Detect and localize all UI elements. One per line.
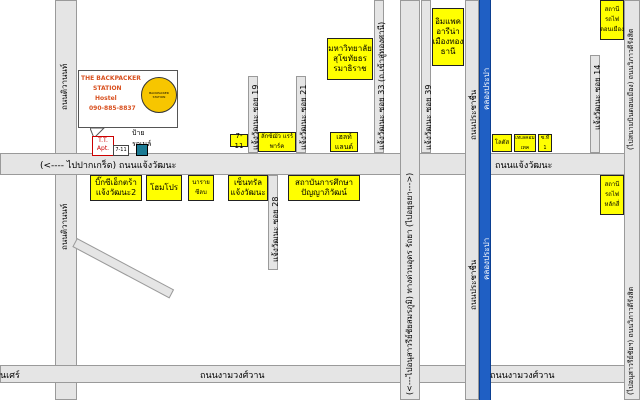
hostel-phone: 090-885-8837	[89, 105, 136, 112]
label-soi-14: แจ้งวัฒนะ ซอย 14	[593, 64, 602, 130]
label-soi-39: แจ้งวัฒนะ ซอย 39	[424, 84, 433, 150]
place-national: นาราย ซีลบ	[188, 175, 214, 201]
road-soi-14	[590, 55, 600, 153]
label-canal-top: คลองประปา	[482, 67, 491, 110]
road-soi-39	[421, 0, 431, 153]
label-vibhavadi-bottom: (ไปอนุสาวรีย์ชัยฯ) ถนนวิภาวดีรังสิต	[627, 286, 635, 395]
hostel-logo: BACKPACKER STATION	[141, 77, 177, 113]
label-vibhavadi-top: (ไปสนามบินดอนเมือง) ถนนวิภาวดีรังสิต	[627, 28, 635, 150]
place-soi1: ซ.ที่ 1	[538, 134, 552, 152]
place-711: 7-11	[230, 132, 248, 150]
road-tiwanon	[55, 0, 77, 400]
road-soi-28	[268, 175, 278, 270]
place-lucky: ลักซ์ฌัว แรร์ พาร์ค	[258, 132, 296, 152]
road-soi-19	[248, 76, 258, 153]
place-bigc: บิ๊กซีเอ็กตร้า แจ้งวัฒนะ2	[90, 175, 142, 201]
small-711-marker: 7-11	[113, 145, 129, 156]
place-health: เฮลท์ แลนด์	[330, 132, 358, 152]
label-soi-33: แจ้งวัฒนะ ซอย 33 (ถ.เข้าสู่ทองศานี)	[377, 21, 386, 150]
place-impact: อิมแพค อารีน่า เมืองทอง ธานี	[432, 8, 464, 66]
road-soi-33	[374, 0, 384, 153]
road-prachachuen	[465, 0, 479, 400]
label-canal-bottom: คลองประปา	[482, 237, 491, 280]
label-ngamwongwan-left: ถนนงามวงศ์วาน	[200, 371, 265, 381]
canal-prapa	[479, 0, 491, 400]
label-prachachuen-bottom: ถนนประชาชื่น	[469, 259, 478, 310]
bus-stop-icon	[136, 144, 148, 156]
small-711-label: 7-11	[115, 147, 127, 153]
road-soi-21	[296, 76, 306, 153]
hostel-name-line2: STATION	[93, 85, 122, 92]
place-central: เซ็นทรัล แจ้งวัฒนะ	[228, 175, 268, 201]
label-ngamwongwan-right: ถนนงามวงศ์วาน	[490, 371, 555, 381]
place-stou: มหาวิทยาลัยสุโขทัยธรรมาธิราช	[327, 38, 373, 80]
place-lotus: โลตัส	[492, 134, 512, 152]
hostel-logo-text: BACKPACKER STATION	[149, 91, 169, 99]
tt-apt-label: T.T. Apt.	[96, 137, 110, 152]
place-homepro: โฮมโปร	[146, 175, 182, 201]
label-bottom-left-edge: นเศร์	[0, 371, 20, 381]
place-institute: สถาบันการศึกษา ปัญญาภิวัฒน์	[288, 175, 360, 201]
label-tiwanon-bottom: ถนนติวานนท์	[60, 203, 69, 250]
label-main-road-east: ถนนแจ้งวัฒนะ	[495, 161, 553, 171]
label-prachachuen-top: ถนนประชาชื่น	[469, 89, 478, 140]
label-expressway: (<---ไปอนุสาวรีย์ชัยสมรภูมิ) ทางด่วนอุดร…	[405, 172, 414, 395]
place-station-bottom: สถานี รถไฟ หลักสี่	[600, 175, 624, 215]
hostel-name-line1: THE BACKPACKER	[81, 75, 141, 82]
hostel-pointer	[90, 128, 105, 138]
place-telecom: เทเลคอมเทค	[514, 134, 536, 152]
label-main-road-west: (<---- ไปปากเกร็ด) ถนนแจ้งวัฒนะ	[40, 161, 177, 171]
place-station-top: สถานี รถไฟ ดอนเมือง	[600, 0, 624, 40]
hostel-name-line3: Hostel	[95, 95, 117, 102]
label-tiwanon-top: ถนนติวานนท์	[60, 63, 69, 110]
label-soi-21: แจ้งวัฒนะ ซอย 21	[299, 84, 308, 150]
hostel-callout: THE BACKPACKER STATION Hostel 090-885-88…	[78, 70, 178, 128]
label-soi-28: แจ้งวัฒนะ ซอย 28	[271, 196, 280, 262]
road-connector	[72, 238, 175, 299]
tt-apt-marker: T.T. Apt.	[92, 136, 114, 156]
